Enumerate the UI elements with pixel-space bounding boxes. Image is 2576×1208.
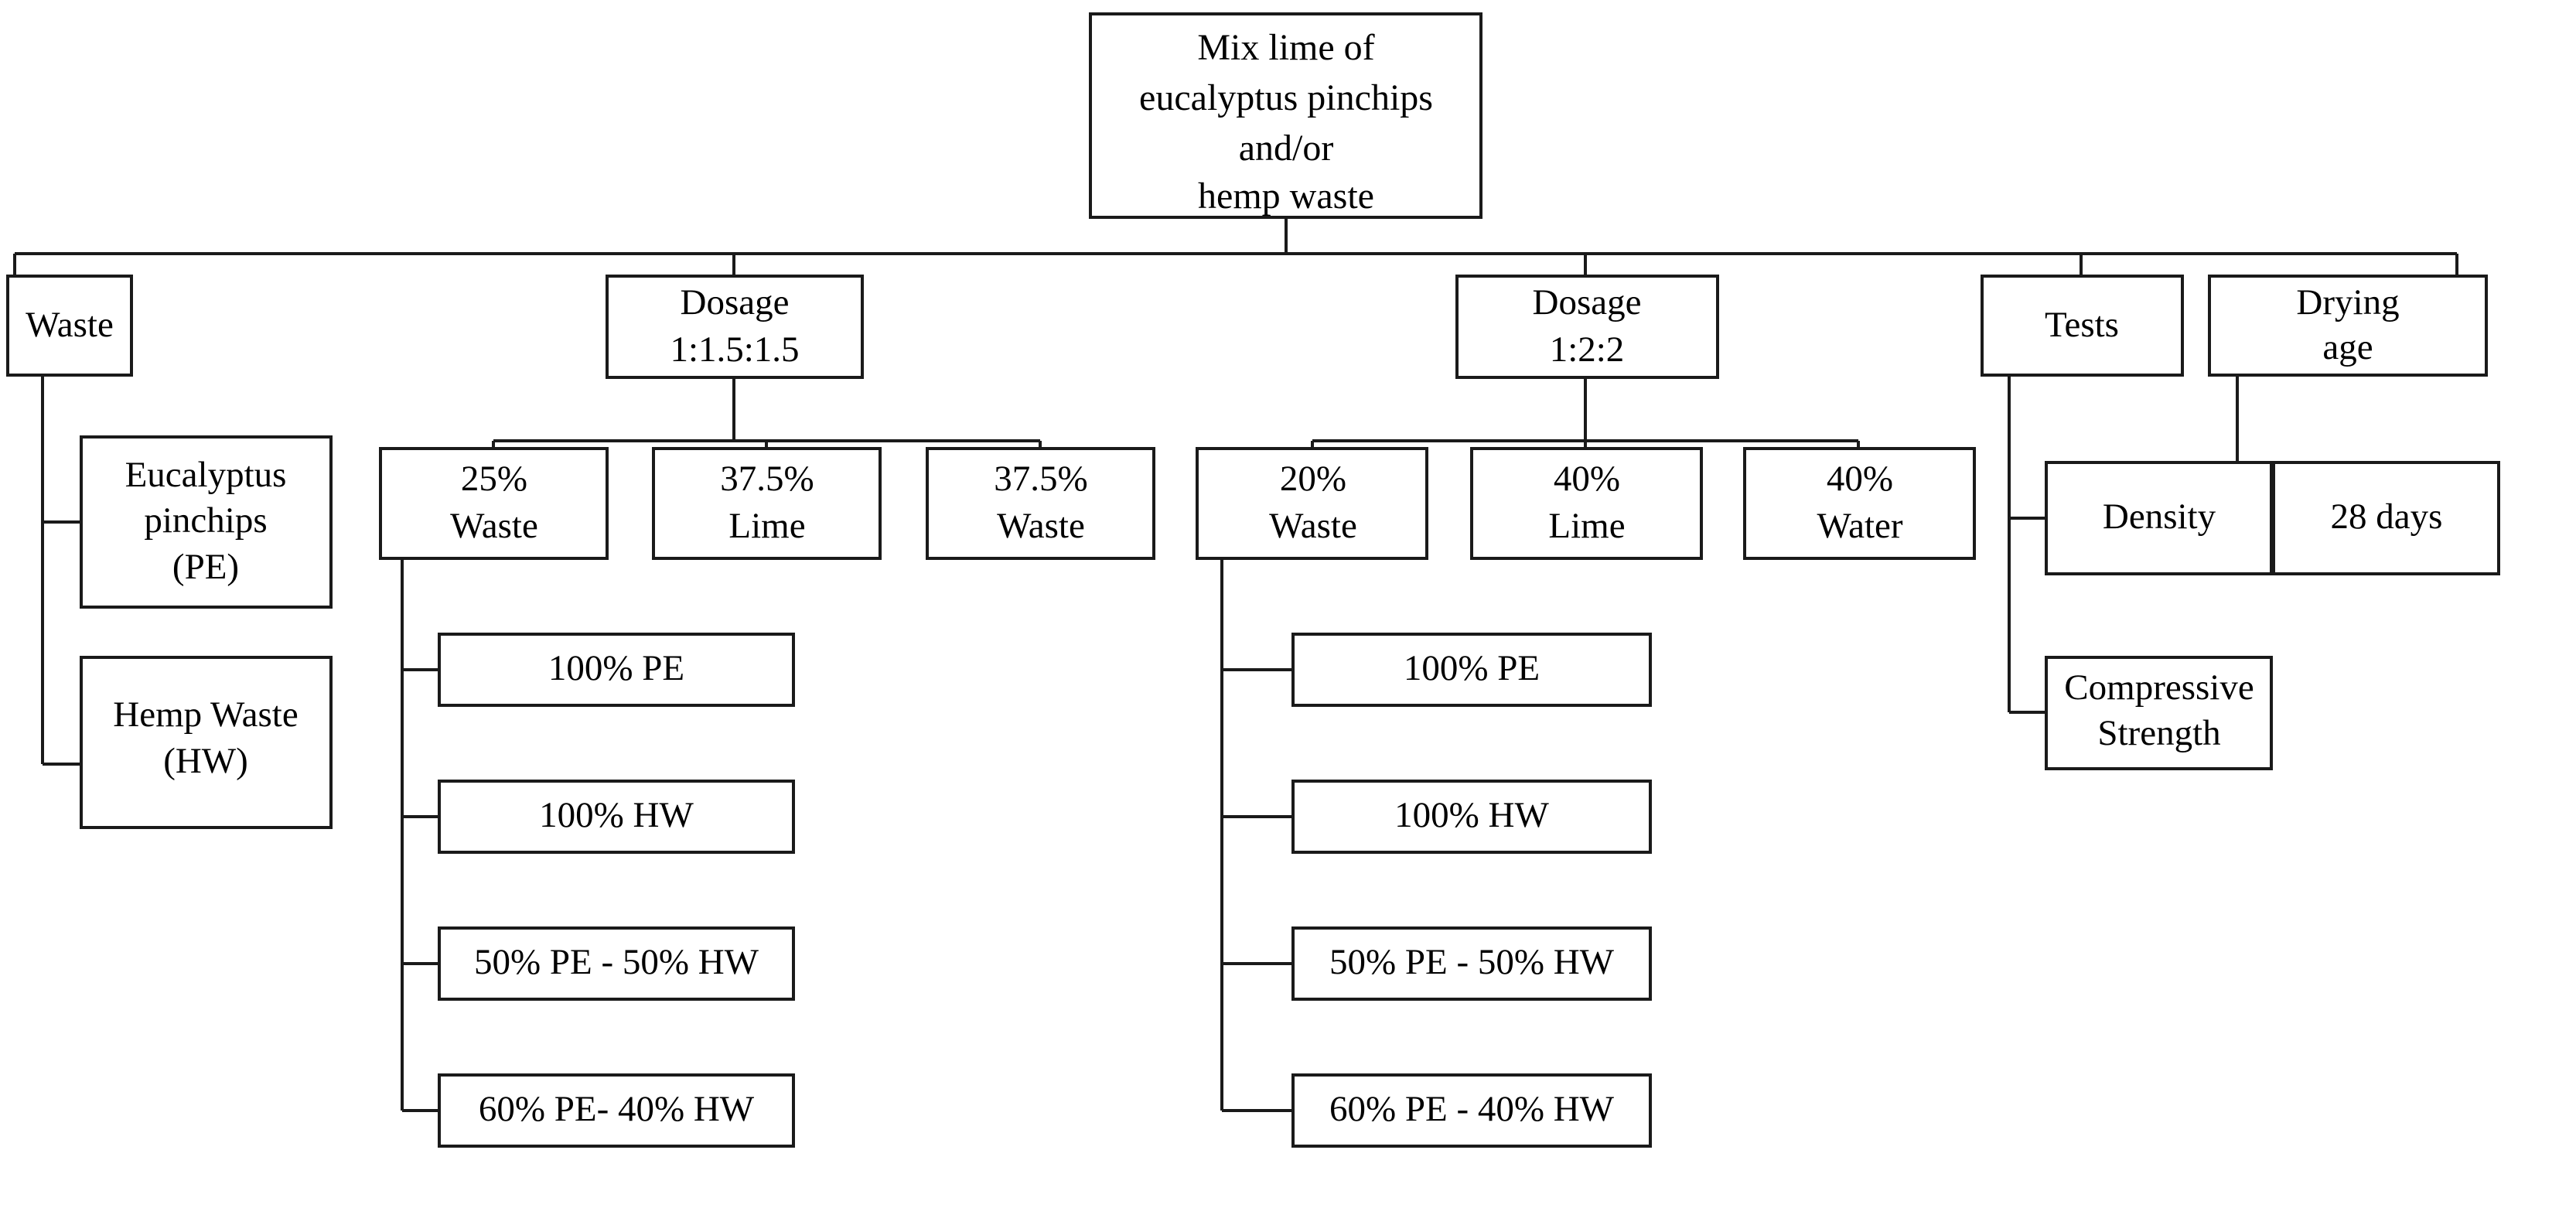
node-drying-age: Drying age xyxy=(2208,275,2488,377)
node-dosage1-line-1: Dosage xyxy=(681,282,790,322)
node-compressive-line-2: Strength xyxy=(2097,713,2220,753)
node-d2-mix-1-label: 100% PE xyxy=(1404,648,1540,688)
node-d2-mix-2-box xyxy=(1291,780,1652,854)
node-d2-water-line-1: 40% xyxy=(1827,459,1893,499)
node-d1-waste2-box xyxy=(926,447,1155,560)
node-hemp-waste-box xyxy=(80,656,333,829)
node-d1-waste-line-2: Waste xyxy=(450,506,538,546)
node-d2-water-line-2: Water xyxy=(1817,506,1902,546)
node-pe-line-1: Eucalyptus xyxy=(125,455,287,495)
node-d2-waste: 20% Waste xyxy=(1196,447,1428,560)
node-tests: Tests xyxy=(1981,275,2184,377)
node-d2-lime-box xyxy=(1470,447,1703,560)
node-waste-label: Waste xyxy=(26,305,114,345)
node-d2-waste-line-2: Waste xyxy=(1269,506,1357,546)
node-root-line-3: and/or xyxy=(1239,128,1334,169)
node-root-line-4: hemp waste xyxy=(1198,176,1374,217)
node-d1-mix-1-label: 100% PE xyxy=(548,648,684,688)
node-d2-mix-2-label: 100% HW xyxy=(1394,795,1549,835)
node-28-days: 28 days xyxy=(2272,461,2500,575)
node-d2-mix-4: 60% PE - 40% HW xyxy=(1291,1073,1652,1148)
node-d2-lime: 40% Lime xyxy=(1470,447,1703,560)
node-dosage1-line-2: 1:1.5:1.5 xyxy=(670,329,799,370)
node-d1-mix-1: 100% PE xyxy=(438,633,795,707)
node-d1-mix-2-label: 100% HW xyxy=(539,795,694,835)
node-d1-mix-4: 60% PE- 40% HW xyxy=(438,1073,795,1148)
node-drying-age-box xyxy=(2208,275,2488,377)
node-dosage2-line-2: 1:2:2 xyxy=(1550,329,1625,370)
node-pe-line-2: pinchips xyxy=(144,500,267,541)
node-hw-line-1: Hemp Waste xyxy=(113,694,298,735)
node-compressive-line-1: Compressive xyxy=(2064,667,2254,708)
node-d1-mix-1-box xyxy=(438,633,795,707)
node-d1-lime-line-1: 37.5% xyxy=(720,459,814,499)
node-d2-mix-4-box xyxy=(1291,1073,1652,1148)
node-compressive-strength: Compressive Strength xyxy=(2045,656,2273,770)
node-d2-waste-line-1: 20% xyxy=(1280,459,1346,499)
node-d1-lime-box xyxy=(652,447,882,560)
node-dosage2: Dosage 1:2:2 xyxy=(1455,275,1719,379)
node-d1-lime: 37.5% Lime xyxy=(652,447,882,560)
node-d2-mix-3-box xyxy=(1291,926,1652,1001)
node-drying-age-line-1: Drying xyxy=(2296,282,2399,322)
node-d1-waste-line-1: 25% xyxy=(461,459,527,499)
node-d2-water-box xyxy=(1743,447,1976,560)
node-root-line-1: Mix lime of xyxy=(1197,27,1374,68)
node-d1-mix-2: 100% HW xyxy=(438,780,795,854)
node-d2-mix-3: 50% PE - 50% HW xyxy=(1291,926,1652,1001)
node-hemp-waste: Hemp Waste (HW) xyxy=(80,656,333,829)
node-waste-box xyxy=(6,275,133,377)
node-d1-waste2: 37.5% Waste xyxy=(926,447,1155,560)
node-d2-lime-line-2: Lime xyxy=(1548,506,1625,546)
node-d1-mix-3-box xyxy=(438,926,795,1001)
node-tests-box xyxy=(1981,275,2184,377)
node-d2-mix-2: 100% HW xyxy=(1291,780,1652,854)
node-compressive-strength-box xyxy=(2045,656,2273,770)
node-dosage1-box xyxy=(606,275,864,379)
node-d1-waste2-line-2: Waste xyxy=(997,506,1085,546)
node-root: Mix lime of eucalyptus pinchips and/or h… xyxy=(1089,12,1482,219)
node-density-label: Density xyxy=(2103,497,2216,537)
node-d2-mix-3-label: 50% PE - 50% HW xyxy=(1329,942,1615,982)
node-waste: Waste xyxy=(6,275,133,377)
node-dosage2-box xyxy=(1455,275,1719,379)
node-dosage2-line-1: Dosage xyxy=(1533,282,1642,322)
node-d2-mix-4-label: 60% PE - 40% HW xyxy=(1329,1089,1615,1129)
node-tests-label: Tests xyxy=(2045,305,2119,345)
node-d2-mix-1: 100% PE xyxy=(1291,633,1652,707)
node-dosage1: Dosage 1:1.5:1.5 xyxy=(606,275,864,379)
node-pe-line-3: (PE) xyxy=(172,547,239,587)
node-d1-mix-3-label: 50% PE - 50% HW xyxy=(474,942,759,982)
node-d1-waste2-line-1: 37.5% xyxy=(994,459,1087,499)
node-root-line-2: eucalyptus pinchips xyxy=(1139,77,1433,118)
node-eucalyptus-pinchips-box xyxy=(80,435,333,609)
node-28-days-box xyxy=(2272,461,2500,575)
node-density: Density xyxy=(2045,461,2273,575)
node-d2-lime-line-1: 40% xyxy=(1554,459,1620,499)
node-eucalyptus-pinchips: Eucalyptus pinchips (PE) xyxy=(80,435,333,609)
node-d1-waste: 25% Waste xyxy=(379,447,609,560)
node-d1-mix-4-label: 60% PE- 40% HW xyxy=(479,1089,755,1129)
node-28-days-label: 28 days xyxy=(2331,497,2443,537)
node-hw-line-2: (HW) xyxy=(163,741,248,781)
node-drying-age-line-2: age xyxy=(2322,327,2373,367)
node-d1-mix-4-box xyxy=(438,1073,795,1148)
node-d1-lime-line-2: Lime xyxy=(728,506,805,546)
node-d1-waste-box xyxy=(379,447,609,560)
node-density-box xyxy=(2045,461,2273,575)
node-d2-mix-1-box xyxy=(1291,633,1652,707)
node-d1-mix-3: 50% PE - 50% HW xyxy=(438,926,795,1001)
node-root-box xyxy=(1089,12,1482,219)
node-d2-water: 40% Water xyxy=(1743,447,1976,560)
node-d1-mix-2-box xyxy=(438,780,795,854)
node-d2-waste-box xyxy=(1196,447,1428,560)
